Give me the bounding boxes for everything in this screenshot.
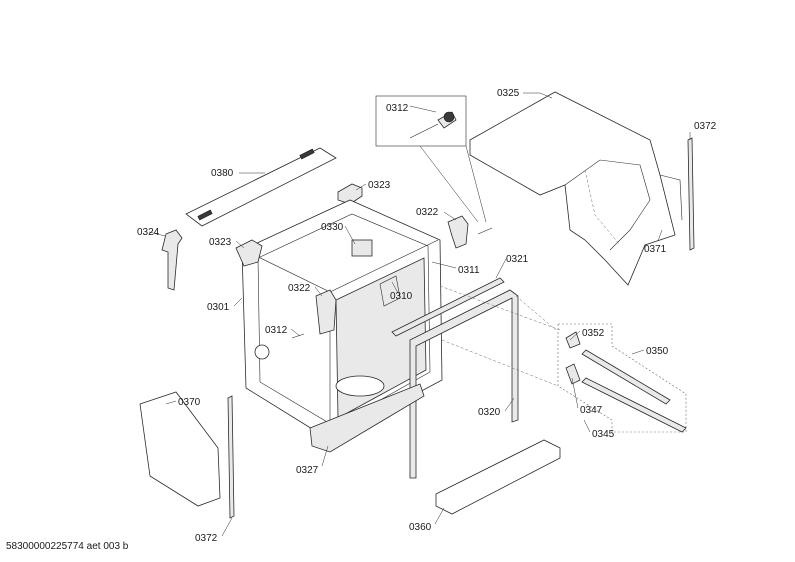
screw-part-lower xyxy=(291,333,305,339)
label-0301: 0301 xyxy=(207,302,230,313)
bottom-tray-part xyxy=(435,439,561,515)
label-0321: 0321 xyxy=(506,254,529,265)
label-0310: 0310 xyxy=(390,291,413,302)
runner-group xyxy=(557,323,687,433)
label-0312-inset: 0312 xyxy=(386,103,409,114)
label-0350: 0350 xyxy=(646,346,669,357)
label-0360: 0360 xyxy=(409,522,432,533)
label-0323-left: 0323 xyxy=(209,237,232,248)
label-0325: 0325 xyxy=(497,88,520,99)
label-0312-side: 0312 xyxy=(265,325,288,336)
leader-lines xyxy=(148,92,691,537)
label-0324: 0324 xyxy=(137,227,160,238)
projection-lines xyxy=(439,285,561,387)
label-0371: 0371 xyxy=(644,244,667,255)
label-0320: 0320 xyxy=(478,407,501,418)
label-0372-top: 0372 xyxy=(694,121,717,132)
bracket-part-top xyxy=(337,183,363,205)
label-0345: 0345 xyxy=(592,429,615,440)
label-0372-bottom: 0372 xyxy=(195,533,218,544)
bracket-part-upper xyxy=(447,215,469,249)
door-seal-part xyxy=(409,289,519,479)
base-rail-part xyxy=(309,383,425,453)
bracket-part-left xyxy=(235,239,263,267)
label-0370: 0370 xyxy=(178,397,201,408)
label-0322-side: 0322 xyxy=(288,283,311,294)
side-panel-part xyxy=(139,391,221,507)
insulation-cover-part xyxy=(469,91,683,286)
tub-frame-part xyxy=(241,199,443,441)
seal-strip-part xyxy=(391,277,505,337)
screw-small-part xyxy=(477,227,493,235)
screw-part xyxy=(409,111,457,139)
label-0323-top: 0323 xyxy=(368,180,391,191)
document-id: 58300000225774 aet 003 b xyxy=(6,541,129,552)
side-strip-part-top xyxy=(687,137,695,251)
side-strip-part-bottom xyxy=(227,395,235,519)
bracket-part-side xyxy=(315,289,337,335)
label-0352: 0352 xyxy=(582,328,605,339)
top-plate-part xyxy=(185,147,337,227)
label-0347: 0347 xyxy=(580,405,603,416)
inset-detail-box xyxy=(375,95,487,223)
label-0327: 0327 xyxy=(296,465,319,476)
part-labels: 0312 0325 0372 0380 0323 0322 0324 0330 … xyxy=(137,88,717,544)
mounting-bracket-part xyxy=(161,229,183,291)
label-0330: 0330 xyxy=(321,222,344,233)
label-0311: 0311 xyxy=(458,265,480,276)
label-0380: 0380 xyxy=(211,168,234,179)
label-0322-upper: 0322 xyxy=(416,207,439,218)
